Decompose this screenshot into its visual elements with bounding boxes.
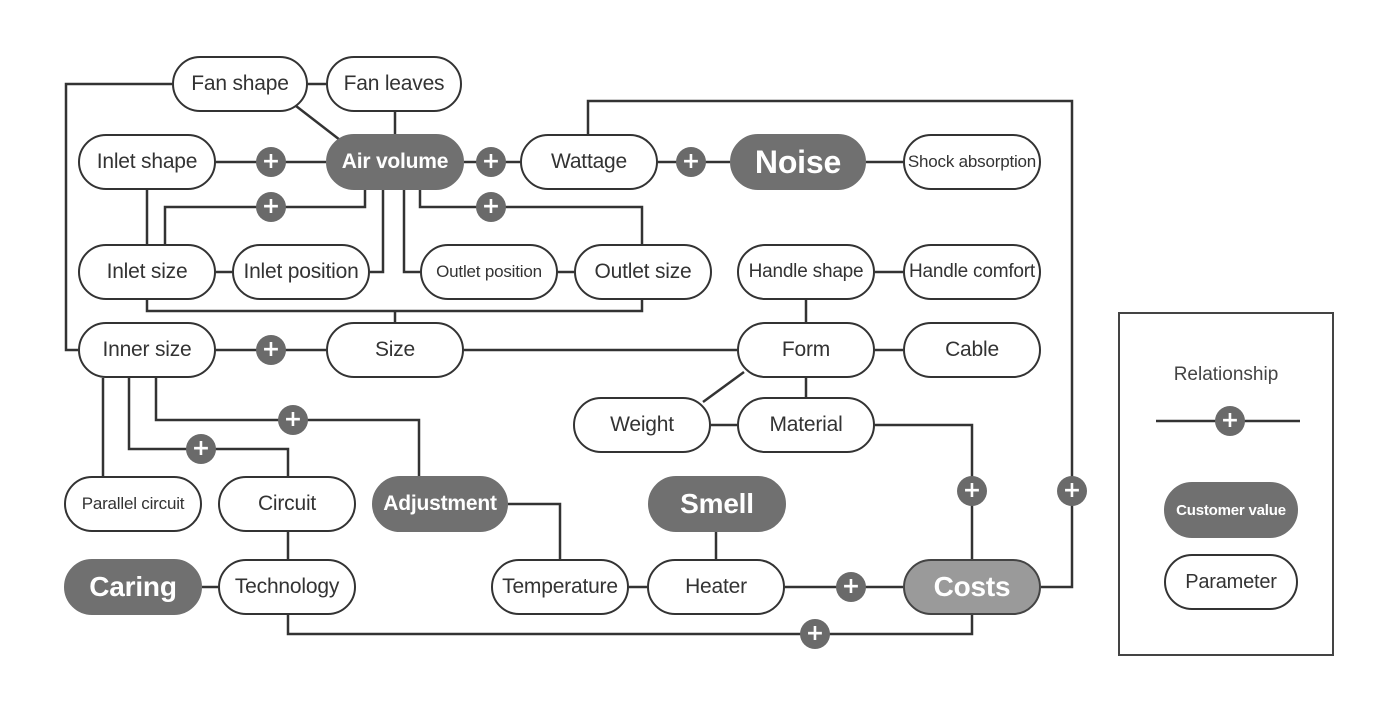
plus-icon-air-volume-wattage: +	[476, 147, 506, 177]
wire-air-volume-to-outlet-position	[402, 190, 420, 274]
node-costs[interactable]: Costs	[903, 559, 1041, 615]
node-circuit[interactable]: Circuit	[218, 476, 356, 532]
node-heater[interactable]: Heater	[647, 559, 785, 615]
wire-wattage-to-costs	[586, 99, 1074, 589]
wire-technology-to-costs	[286, 615, 974, 636]
wire-fan-shape-to-inner-size	[64, 82, 172, 352]
node-size[interactable]: Size	[326, 322, 464, 378]
plus-icon-material-costs: +	[957, 476, 987, 506]
node-outlet-position[interactable]: Outlet position	[420, 244, 558, 300]
node-inlet-size[interactable]: Inlet size	[78, 244, 216, 300]
node-fan-shape[interactable]: Fan shape	[172, 56, 308, 112]
node-inner-size[interactable]: Inner size	[78, 322, 216, 378]
wire-air-volume-to-outlet-size	[418, 190, 644, 244]
node-handle-shape[interactable]: Handle shape	[737, 244, 875, 300]
legend-title: Relationship	[1173, 364, 1279, 385]
plus-icon-wattage-costs: +	[1057, 476, 1087, 506]
node-cable[interactable]: Cable	[903, 322, 1041, 378]
node-air-volume[interactable]: Air volume	[326, 134, 464, 190]
plus-icon-inner-size-size: +	[256, 335, 286, 365]
wire-adjustment-to-temperature	[508, 502, 562, 559]
node-adjustment[interactable]: Adjustment	[372, 476, 508, 532]
node-weight[interactable]: Weight	[573, 397, 711, 453]
node-smell[interactable]: Smell	[648, 476, 786, 532]
node-fan-leaves[interactable]: Fan leaves	[326, 56, 462, 112]
node-outlet-size[interactable]: Outlet size	[574, 244, 712, 300]
wire-fan-shape-to-air-volume	[295, 105, 341, 141]
plus-icon-wattage-noise: +	[676, 147, 706, 177]
node-caring[interactable]: Caring	[64, 559, 202, 615]
node-noise[interactable]: Noise	[730, 134, 866, 190]
node-inlet-position[interactable]: Inlet position	[232, 244, 370, 300]
node-shock-absorption[interactable]: Shock absorption	[903, 134, 1041, 190]
wire-form-to-weight	[702, 370, 745, 404]
node-material[interactable]: Material	[737, 397, 875, 453]
legend-plus-icon: +	[1215, 406, 1245, 436]
plus-icon-air-volume-outlet-size: +	[476, 192, 506, 222]
legend: Relationship + Customer value Parameter	[1118, 312, 1334, 656]
node-parallel-circuit[interactable]: Parallel circuit	[64, 476, 202, 532]
node-handle-comfort[interactable]: Handle comfort	[903, 244, 1041, 300]
legend-parameter: Parameter	[1164, 554, 1298, 610]
node-temperature[interactable]: Temperature	[491, 559, 629, 615]
plus-icon-inlet-shape-air-volume: +	[256, 147, 286, 177]
node-inlet-shape[interactable]: Inlet shape	[78, 134, 216, 190]
node-form[interactable]: Form	[737, 322, 875, 378]
plus-icon-air-volume-inlet-size: +	[256, 192, 286, 222]
plus-icon-inner-size-circuit: +	[186, 434, 216, 464]
node-wattage[interactable]: Wattage	[520, 134, 658, 190]
wire-material-to-costs	[875, 423, 974, 559]
wire-sizes-to-size	[145, 300, 644, 313]
wire-air-volume-to-inlet-position	[370, 190, 385, 274]
node-technology[interactable]: Technology	[218, 559, 356, 615]
plus-icon-inner-size-adjustment: +	[278, 405, 308, 435]
legend-customer-value: Customer value	[1164, 482, 1298, 538]
plus-icon-heater-costs: +	[836, 572, 866, 602]
plus-icon-technology-costs: +	[800, 619, 830, 649]
